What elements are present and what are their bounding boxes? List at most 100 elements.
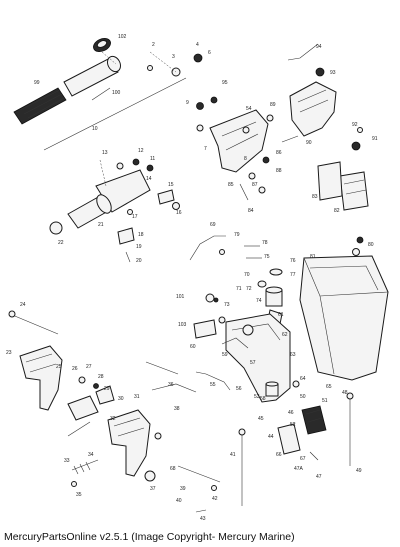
callout-86: 86 [276, 150, 282, 156]
callout-11: 11 [150, 156, 155, 162]
clamp-screw-block [67, 395, 99, 421]
pad-82 [339, 171, 369, 211]
callout-8: 8 [244, 156, 247, 162]
callout-26: 26 [72, 366, 78, 372]
callout-24: 24 [20, 302, 26, 308]
clamp-bracket [289, 81, 337, 137]
parts-exploded-diagram: 102 2 3 4 6 94 93 99 100 10 9 95 54 89 9… [6, 34, 389, 522]
callout-77: 77 [290, 272, 296, 278]
callout-55: 55 [210, 382, 216, 388]
callout-25: 25 [56, 364, 62, 370]
callout-57: 57 [250, 360, 256, 366]
callout-92: 92 [352, 122, 358, 128]
callout-93: 93 [330, 70, 336, 76]
callout-14: 14 [146, 176, 152, 182]
callout-7: 7 [204, 146, 207, 152]
tiller-handle-group [13, 37, 203, 151]
callout-76: 76 [290, 258, 296, 264]
callout-27: 27 [86, 364, 92, 370]
callout-58: 58 [260, 396, 266, 402]
callout-35: 35 [76, 492, 82, 498]
callout-89: 89 [270, 102, 276, 108]
callout-47: 47 [316, 474, 322, 480]
callout-100: 100 [112, 90, 121, 96]
callout-4: 4 [196, 42, 199, 48]
callout-74: 74 [256, 298, 262, 304]
callout-29: 29 [104, 386, 110, 392]
callout-68: 68 [170, 466, 176, 472]
callout-84: 84 [248, 208, 254, 214]
callout-43: 43 [200, 516, 206, 522]
callout-71: 71 [236, 286, 242, 292]
callout-50: 50 [300, 394, 306, 400]
callout-18: 18 [138, 232, 144, 238]
callout-30: 30 [118, 396, 124, 402]
callout-103: 103 [178, 322, 187, 328]
callout-31: 31 [134, 394, 140, 400]
callout-9: 9 [186, 100, 189, 106]
callout-79: 79 [234, 232, 240, 238]
tiller-tube [63, 57, 119, 97]
callout-61: 61 [278, 312, 284, 318]
shift-linkage-group [189, 235, 283, 325]
callout-36: 36 [168, 382, 174, 388]
exhaust-housing [299, 255, 389, 381]
callout-65: 65 [326, 384, 332, 390]
callout-42: 42 [212, 496, 218, 502]
callout-95: 95 [222, 80, 228, 86]
callout-37: 37 [150, 486, 156, 492]
callout-16: 16 [176, 210, 182, 216]
callout-85: 85 [228, 182, 234, 188]
callout-32: 32 [110, 416, 116, 422]
callout-46: 46 [288, 410, 294, 416]
image-caption: MercuryPartsOnline v2.5.1 (Image Copyrig… [4, 531, 295, 543]
callout-20: 20 [136, 258, 142, 264]
stern-bracket-left [19, 345, 63, 411]
callout-87: 87 [252, 182, 258, 188]
callout-90: 90 [306, 140, 312, 146]
callout-94: 94 [316, 44, 322, 50]
callout-19: 19 [136, 244, 142, 250]
callout-60: 60 [190, 344, 196, 350]
callout-3: 3 [172, 54, 175, 60]
callout-52: 52 [290, 422, 296, 428]
callout-28: 28 [98, 374, 104, 380]
callout-73: 73 [224, 302, 230, 308]
swivel-bracket [209, 109, 269, 173]
callout-6: 6 [208, 50, 211, 56]
callout-41: 41 [230, 452, 236, 458]
stern-bracket-group [8, 310, 221, 513]
twist-grip [13, 87, 67, 125]
callout-78: 78 [262, 240, 268, 246]
swivel-housing-group [145, 313, 327, 506]
callout-44: 44 [268, 434, 274, 440]
callout-59: 59 [222, 352, 228, 358]
exhaust-housing-group [299, 236, 389, 466]
callout-70: 70 [244, 272, 250, 278]
callout-67: 67 [300, 456, 306, 462]
callout-34: 34 [88, 452, 94, 458]
callout-54: 54 [246, 106, 252, 112]
callout-2: 2 [152, 42, 155, 48]
callout-49: 49 [356, 468, 362, 474]
part-number-labels: 102 2 3 4 6 94 93 99 100 10 9 95 54 89 9… [6, 34, 378, 522]
callout-39: 39 [180, 486, 186, 492]
callout-88: 88 [276, 168, 282, 174]
callout-56: 56 [236, 386, 242, 392]
callout-62: 62 [282, 332, 288, 338]
callout-82: 82 [334, 208, 340, 214]
swivel-bracket-group [196, 43, 369, 211]
callout-102: 102 [118, 34, 127, 40]
callout-38: 38 [174, 406, 180, 412]
stern-bracket-right [107, 409, 151, 477]
callout-10: 10 [92, 126, 98, 132]
callout-72: 72 [246, 286, 252, 292]
callout-83: 83 [312, 194, 318, 200]
callout-40: 40 [176, 498, 182, 504]
callout-21: 21 [98, 222, 104, 228]
callout-17: 17 [132, 214, 138, 220]
callout-47a: 47A [294, 466, 304, 472]
callout-101: 101 [176, 294, 185, 300]
callout-45: 45 [258, 416, 264, 422]
lower-mount [277, 423, 301, 455]
